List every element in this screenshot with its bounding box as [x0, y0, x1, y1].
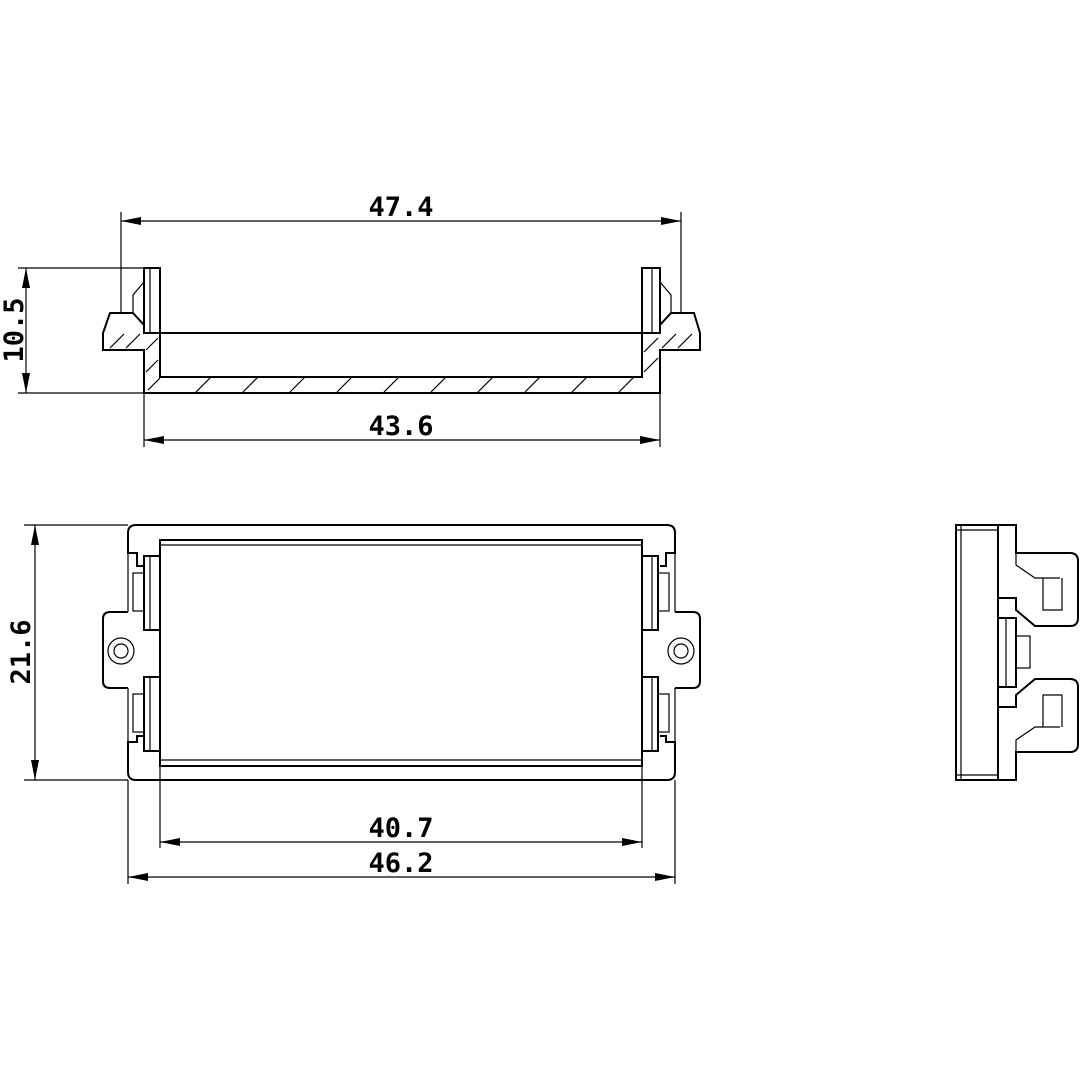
- mounting-hole-right: [667, 637, 695, 665]
- section-hatching: [109, 333, 693, 393]
- front-view: 21.6 40.7 46.2: [6, 524, 701, 884]
- dim-label-inner-width: 40.7: [368, 813, 433, 844]
- dim-label-outer-width: 46.2: [368, 848, 433, 879]
- inner-body: [159, 539, 643, 767]
- mounting-hole-left: [107, 637, 135, 665]
- side-view: [955, 524, 1079, 781]
- dim-label-height: 10.5: [0, 297, 30, 362]
- dim-label-bottom-width: 43.6: [368, 411, 433, 442]
- dim-label-front-height: 21.6: [6, 619, 37, 684]
- section-view: 47.4 43.6 10.5: [0, 192, 701, 447]
- dim-label-top-width: 47.4: [368, 192, 433, 223]
